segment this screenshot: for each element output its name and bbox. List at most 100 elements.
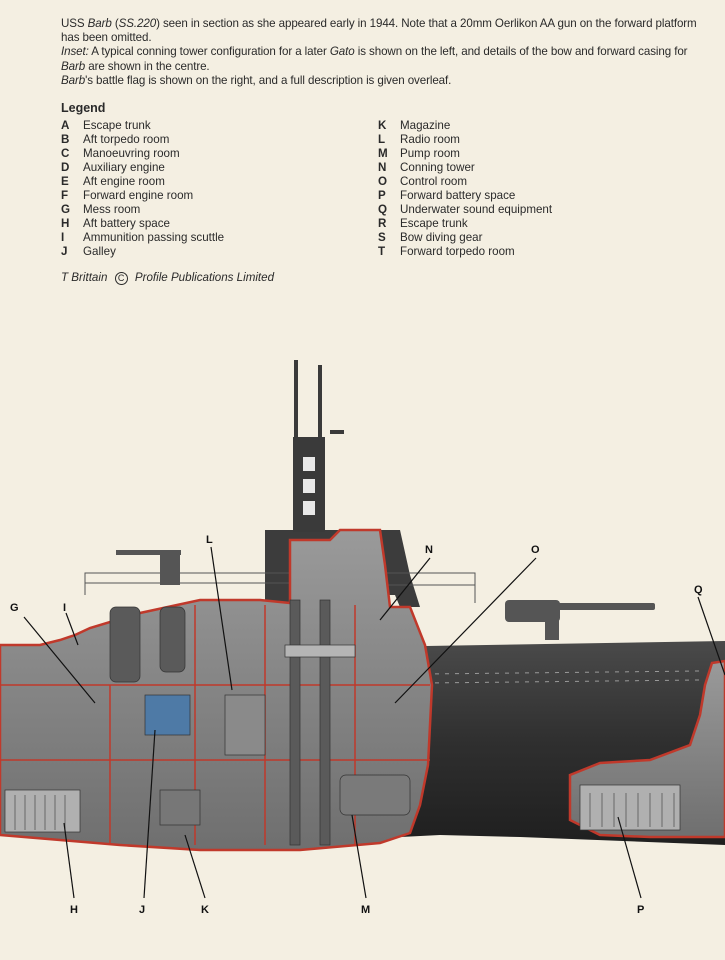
- callout-p: P: [637, 904, 644, 916]
- legend-label: Galley: [83, 245, 116, 258]
- legend-item: C Manoeuvring room: [61, 147, 361, 161]
- legend-label: Radio room: [400, 133, 460, 146]
- legend-label: Bow diving gear: [400, 231, 483, 244]
- battery-grille: [14, 793, 675, 830]
- legend-label: Mess room: [83, 203, 141, 216]
- legend-label: Forward engine room: [83, 189, 194, 202]
- legend-label: Escape trunk: [83, 119, 151, 132]
- legend-item: D Auxiliary engine: [61, 161, 361, 175]
- legend-letter: S: [378, 231, 386, 244]
- legend-item: S Bow diving gear: [378, 231, 678, 245]
- legend-label: Control room: [400, 175, 468, 188]
- caption-italic: SS.220: [118, 17, 157, 30]
- callout-g: G: [10, 602, 19, 614]
- callout-o: O: [531, 544, 540, 556]
- legend-item: J Galley: [61, 245, 361, 259]
- callout-leaders: [23, 546, 725, 899]
- legend-label: Magazine: [400, 119, 451, 132]
- caption-text: A typical conning tower configuration fo…: [88, 45, 330, 59]
- caption-line-1: USS Barb (SS.220) seen in section as she…: [61, 17, 701, 45]
- legend-item: P Forward battery space: [378, 189, 678, 203]
- legend-item: N Conning tower: [378, 161, 678, 175]
- legend-item: R Escape trunk: [378, 217, 678, 231]
- caption-text: is shown on the left, and details of the…: [354, 45, 688, 59]
- deck-railing: [84, 572, 476, 603]
- legend-label: Conning tower: [400, 161, 475, 174]
- caption-text: USS: [61, 17, 88, 30]
- legend-item: B Aft torpedo room: [61, 133, 361, 147]
- caption-italic: Barb: [61, 73, 86, 87]
- caption-italic: Inset:: [61, 45, 89, 59]
- deck-gun: [505, 600, 655, 640]
- legend-label: Pump room: [400, 147, 460, 160]
- legend-letter: H: [61, 217, 70, 230]
- legend-letter: O: [378, 175, 388, 188]
- copyright-icon: C: [114, 272, 128, 285]
- legend-label: Escape trunk: [400, 217, 468, 230]
- legend-letter: A: [61, 119, 70, 132]
- legend-letter: Q: [378, 203, 388, 216]
- legend-letter: I: [61, 231, 65, 244]
- legend-item: T Forward torpedo room: [378, 245, 678, 259]
- caption-italic: Barb: [87, 17, 112, 30]
- legend-label: Forward battery space: [400, 189, 516, 202]
- legend-letter: G: [61, 203, 71, 216]
- legend-label: Auxiliary engine: [83, 161, 165, 174]
- legend-title: Legend: [61, 101, 106, 115]
- legend-label: Aft battery space: [83, 217, 170, 230]
- artist-name: T Brittain: [61, 271, 108, 284]
- machinery: [4, 599, 681, 846]
- caption-text: (: [111, 17, 119, 30]
- publisher-name: Profile Publications Limited: [134, 271, 275, 284]
- caption-italic: Barb: [61, 59, 86, 73]
- callout-k: K: [201, 904, 209, 916]
- legend-letter: C: [61, 147, 70, 160]
- legend-letter: K: [378, 119, 387, 132]
- legend-letter: P: [378, 189, 386, 202]
- callout-i: I: [63, 602, 66, 614]
- caption-italic: Gato: [329, 45, 355, 59]
- legend-label: Forward torpedo room: [400, 245, 515, 258]
- legend-letter: R: [378, 217, 387, 230]
- caption-text: 's battle flag is shown on the right, an…: [85, 73, 452, 87]
- artist-credit: T Brittain C Profile Publications Limite…: [61, 271, 274, 285]
- legend-item: M Pump room: [378, 147, 678, 161]
- callout-m: M: [361, 904, 370, 916]
- submarine-cutaway-illustration: G I L N O Q H J K M P: [0, 360, 725, 916]
- legend-label: Manoeuvring room: [83, 147, 180, 160]
- periscope-shears: [293, 360, 344, 532]
- legend-item: H Aft battery space: [61, 217, 361, 231]
- legend-column-right: K Magazine L Radio room M Pump room N Connin…: [378, 119, 678, 259]
- legend-label: Underwater sound equipment: [400, 203, 553, 216]
- legend-label: Ammunition passing scuttle: [83, 231, 225, 244]
- legend-item: K Magazine: [378, 119, 678, 133]
- legend-column-left: A Escape trunk B Aft torpedo room C Manoeuv…: [61, 119, 361, 259]
- aa-gun: [116, 550, 181, 585]
- caption-line-2: Inset: A typical conning tower configura…: [61, 45, 701, 73]
- legend-letter: J: [61, 245, 68, 258]
- caption-line-3: Barb's battle flag is shown on the right…: [61, 74, 701, 88]
- legend-letter: M: [378, 147, 388, 160]
- caption-text: are shown in the centre.: [85, 59, 210, 73]
- caption-text: ) seen in section as she appeared early …: [61, 17, 697, 45]
- legend-item: L Radio room: [378, 133, 678, 147]
- legend-label: Aft torpedo room: [83, 133, 170, 146]
- legend-letter: E: [61, 175, 69, 188]
- legend-letter: B: [61, 133, 70, 146]
- legend-item: Q Underwater sound equipment: [378, 203, 678, 217]
- callout-n: N: [425, 544, 433, 556]
- callout-h: H: [70, 904, 78, 916]
- caption: USS Barb (SS.220) seen in section as she…: [61, 17, 701, 88]
- legend-label: Aft engine room: [83, 175, 165, 188]
- legend-letter: T: [378, 245, 386, 258]
- callout-q: Q: [694, 584, 703, 596]
- callout-l: L: [206, 534, 213, 546]
- callout-j: J: [139, 904, 145, 916]
- legend-item: E Aft engine room: [61, 175, 361, 189]
- legend-letter: L: [378, 133, 386, 146]
- legend-letter: N: [378, 161, 387, 174]
- legend-letter: D: [61, 161, 70, 174]
- legend-item: A Escape trunk: [61, 119, 361, 133]
- legend-item: I Ammunition passing scuttle: [61, 231, 361, 245]
